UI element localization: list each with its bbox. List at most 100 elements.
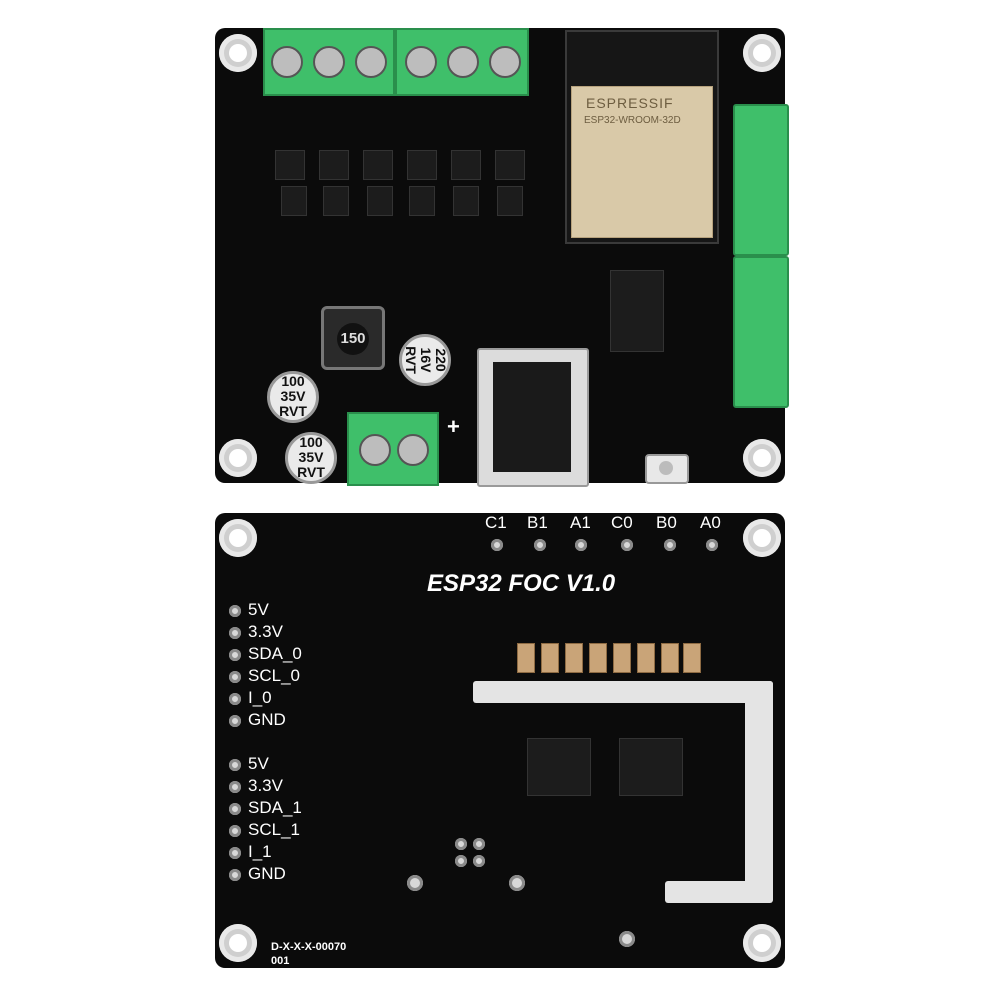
cap-text: 100 bbox=[299, 434, 323, 450]
header-pad bbox=[229, 715, 241, 727]
cap-text: RVT bbox=[279, 403, 307, 419]
via bbox=[509, 875, 525, 891]
via bbox=[455, 838, 467, 850]
ic-chip bbox=[363, 150, 393, 180]
inductor-label: 150 bbox=[337, 323, 369, 355]
header-label: 3.3V bbox=[248, 622, 283, 641]
reset-button bbox=[645, 454, 689, 484]
motor-pin-label: B1 bbox=[527, 513, 548, 532]
smd-resistor bbox=[661, 643, 679, 673]
via bbox=[455, 855, 467, 867]
mounting-hole bbox=[219, 519, 257, 557]
smd-resistor bbox=[613, 643, 631, 673]
solder-pad bbox=[534, 539, 546, 551]
smd-resistor bbox=[589, 643, 607, 673]
header-label: 3.3V bbox=[248, 776, 283, 795]
plus-marking: + bbox=[447, 414, 460, 439]
header-label: 5V bbox=[248, 600, 269, 619]
serial-number: 001 bbox=[271, 955, 290, 967]
cap-text: 220 bbox=[433, 348, 449, 372]
solder-pad bbox=[706, 539, 718, 551]
ic-chip bbox=[451, 150, 481, 180]
header-label: GND bbox=[248, 864, 286, 883]
ic-chip bbox=[275, 150, 305, 180]
header-pad bbox=[229, 671, 241, 683]
screw-terminal-block bbox=[395, 28, 529, 96]
smd-resistor bbox=[541, 643, 559, 673]
header-pad bbox=[229, 825, 241, 837]
current-shunt-trace bbox=[665, 881, 773, 903]
module-shield: ESPRESSIF ESP32-WROOM-32D bbox=[571, 86, 713, 238]
ic-chip bbox=[407, 150, 437, 180]
header-label: SDA_0 bbox=[248, 644, 302, 663]
connector-header bbox=[733, 256, 789, 408]
electrolytic-capacitor: 100 35V RVT bbox=[267, 371, 319, 423]
header-pad bbox=[229, 781, 241, 793]
screw-terminal-block bbox=[263, 28, 395, 96]
via bbox=[473, 855, 485, 867]
mounting-hole bbox=[219, 439, 257, 477]
header-pad bbox=[229, 847, 241, 859]
header-pad bbox=[229, 649, 241, 661]
electrolytic-capacitor: 100 35V RVT bbox=[285, 432, 337, 484]
sense-ic bbox=[527, 738, 591, 796]
ic-chip bbox=[323, 186, 349, 216]
smd-resistor bbox=[637, 643, 655, 673]
via bbox=[619, 931, 635, 947]
ic-chip bbox=[319, 150, 349, 180]
power-terminal bbox=[347, 412, 439, 486]
usb-connector bbox=[477, 348, 589, 487]
mounting-hole bbox=[743, 34, 781, 72]
motor-pin-label: B0 bbox=[656, 513, 677, 532]
mounting-hole bbox=[219, 34, 257, 72]
solder-pad bbox=[491, 539, 503, 551]
connector-header bbox=[733, 104, 789, 256]
solder-pad bbox=[575, 539, 587, 551]
smd-resistor bbox=[565, 643, 583, 673]
electrolytic-capacitor: 220 16V RVT bbox=[399, 334, 451, 386]
mounting-hole bbox=[743, 439, 781, 477]
via bbox=[407, 875, 423, 891]
smd-resistor bbox=[517, 643, 535, 673]
header-label: SDA_1 bbox=[248, 798, 302, 817]
esp32-module: ESPRESSIF ESP32-WROOM-32D bbox=[565, 30, 719, 244]
module-brand: ESPRESSIF bbox=[586, 95, 674, 111]
sense-ic bbox=[619, 738, 683, 796]
cap-text: 35V bbox=[298, 449, 324, 465]
cap-text: 100 bbox=[281, 373, 305, 389]
inductor: 150 bbox=[321, 306, 385, 370]
header-pad bbox=[229, 605, 241, 617]
mounting-hole bbox=[743, 519, 781, 557]
header-pad bbox=[229, 693, 241, 705]
ic-chip bbox=[409, 186, 435, 216]
pcb-top-side: ESPRESSIF ESP32-WROOM-32D 150 100 35V RV… bbox=[215, 28, 789, 487]
ic-chip bbox=[281, 186, 307, 216]
module-model: ESP32-WROOM-32D bbox=[584, 115, 681, 126]
ic-chip bbox=[497, 186, 523, 216]
current-shunt-trace bbox=[745, 681, 773, 901]
smd-resistor bbox=[683, 643, 701, 673]
motor-pin-label: C1 bbox=[485, 513, 507, 532]
motor-pin-label: A1 bbox=[570, 513, 591, 532]
header-pad bbox=[229, 759, 241, 771]
via bbox=[473, 838, 485, 850]
header-label: SCL_0 bbox=[248, 666, 300, 685]
board-title: ESP32 FOC V1.0 bbox=[427, 570, 616, 597]
motor-pin-label: A0 bbox=[700, 513, 721, 532]
cap-text: 35V bbox=[280, 388, 306, 404]
header-pad bbox=[229, 869, 241, 881]
solder-pad bbox=[664, 539, 676, 551]
mounting-hole bbox=[743, 924, 781, 962]
ic-chip bbox=[495, 150, 525, 180]
driver-ic bbox=[610, 270, 664, 352]
pcb-bottom-side: C1 B1 A1 C0 B0 A0 ESP32 FOC V1.0 5V 3.3V… bbox=[215, 513, 785, 968]
ic-chip bbox=[367, 186, 393, 216]
cap-text: RVT bbox=[297, 464, 325, 480]
mounting-hole bbox=[219, 924, 257, 962]
motor-pin-label: C0 bbox=[611, 513, 633, 532]
serial-number: D-X-X-X-00070 bbox=[271, 941, 347, 953]
header-pad bbox=[229, 803, 241, 815]
header-label: 5V bbox=[248, 754, 269, 773]
header-label: GND bbox=[248, 710, 286, 729]
header-pad bbox=[229, 627, 241, 639]
